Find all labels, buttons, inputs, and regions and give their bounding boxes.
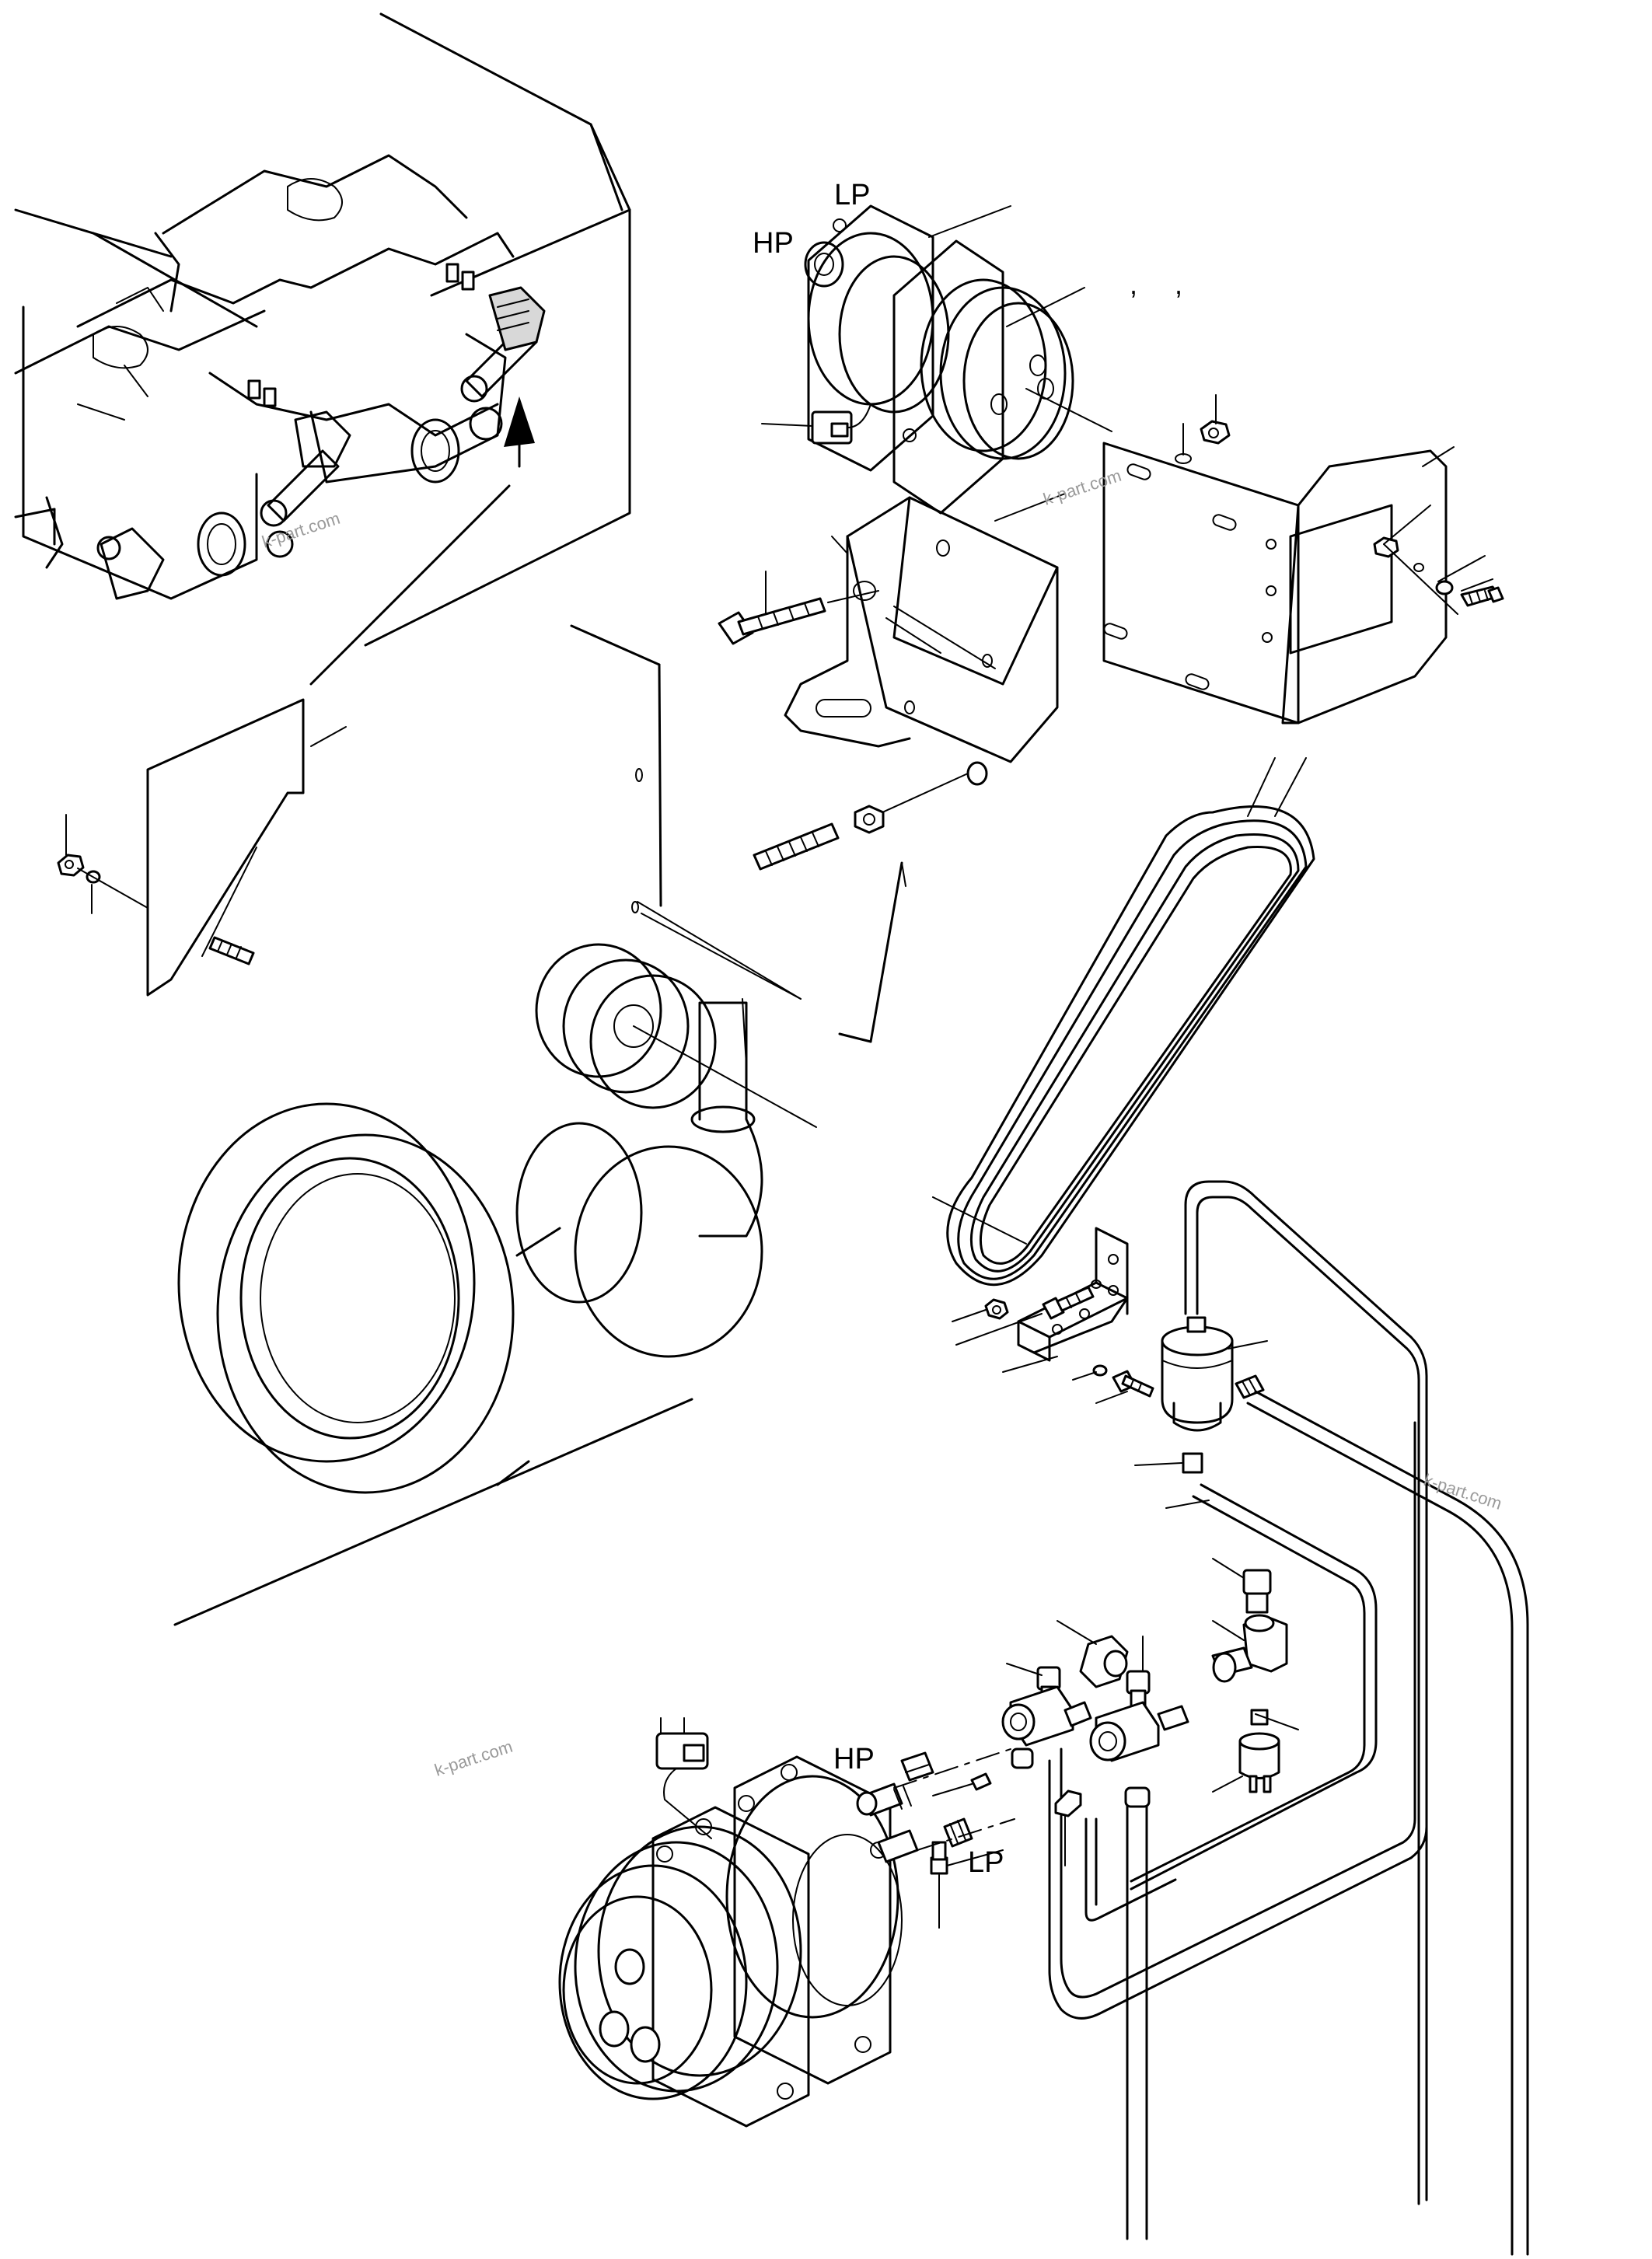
refrigerant-lines: [1011, 1180, 1529, 2256]
bolt-left: [718, 571, 879, 645]
lp-label-top: LP: [834, 179, 870, 211]
small-bracket: [952, 1227, 1154, 1404]
lp-label-bottom: LP: [968, 1846, 1004, 1879]
compressor-bottom: [558, 1717, 1015, 2128]
mounting-plate: [1102, 442, 1504, 724]
tensioner-bracket: [784, 493, 1066, 786]
fittings-cluster: [930, 1558, 1299, 1929]
engine-block: [14, 12, 631, 686]
engine-front-pulleys: [173, 624, 903, 1626]
belt-guard: [57, 698, 347, 997]
watermark: k-part.com: [260, 508, 343, 552]
comma-mark: ,: [1130, 268, 1137, 300]
watermark: k-part.com: [432, 1737, 515, 1780]
watermark: k-part.com: [1041, 466, 1124, 509]
adjustment-stud: [753, 773, 969, 887]
hp-label-bottom: HP: [833, 1743, 875, 1775]
drive-belt: [932, 757, 1315, 1287]
comma-mark: ,: [1175, 268, 1182, 300]
compressor-top: [761, 204, 1112, 515]
hp-label-top: HP: [753, 227, 794, 260]
watermark: k-part.com: [1421, 1470, 1504, 1514]
nut-washer-top: [1175, 394, 1231, 464]
receiver-drier: [1134, 1316, 1268, 1509]
